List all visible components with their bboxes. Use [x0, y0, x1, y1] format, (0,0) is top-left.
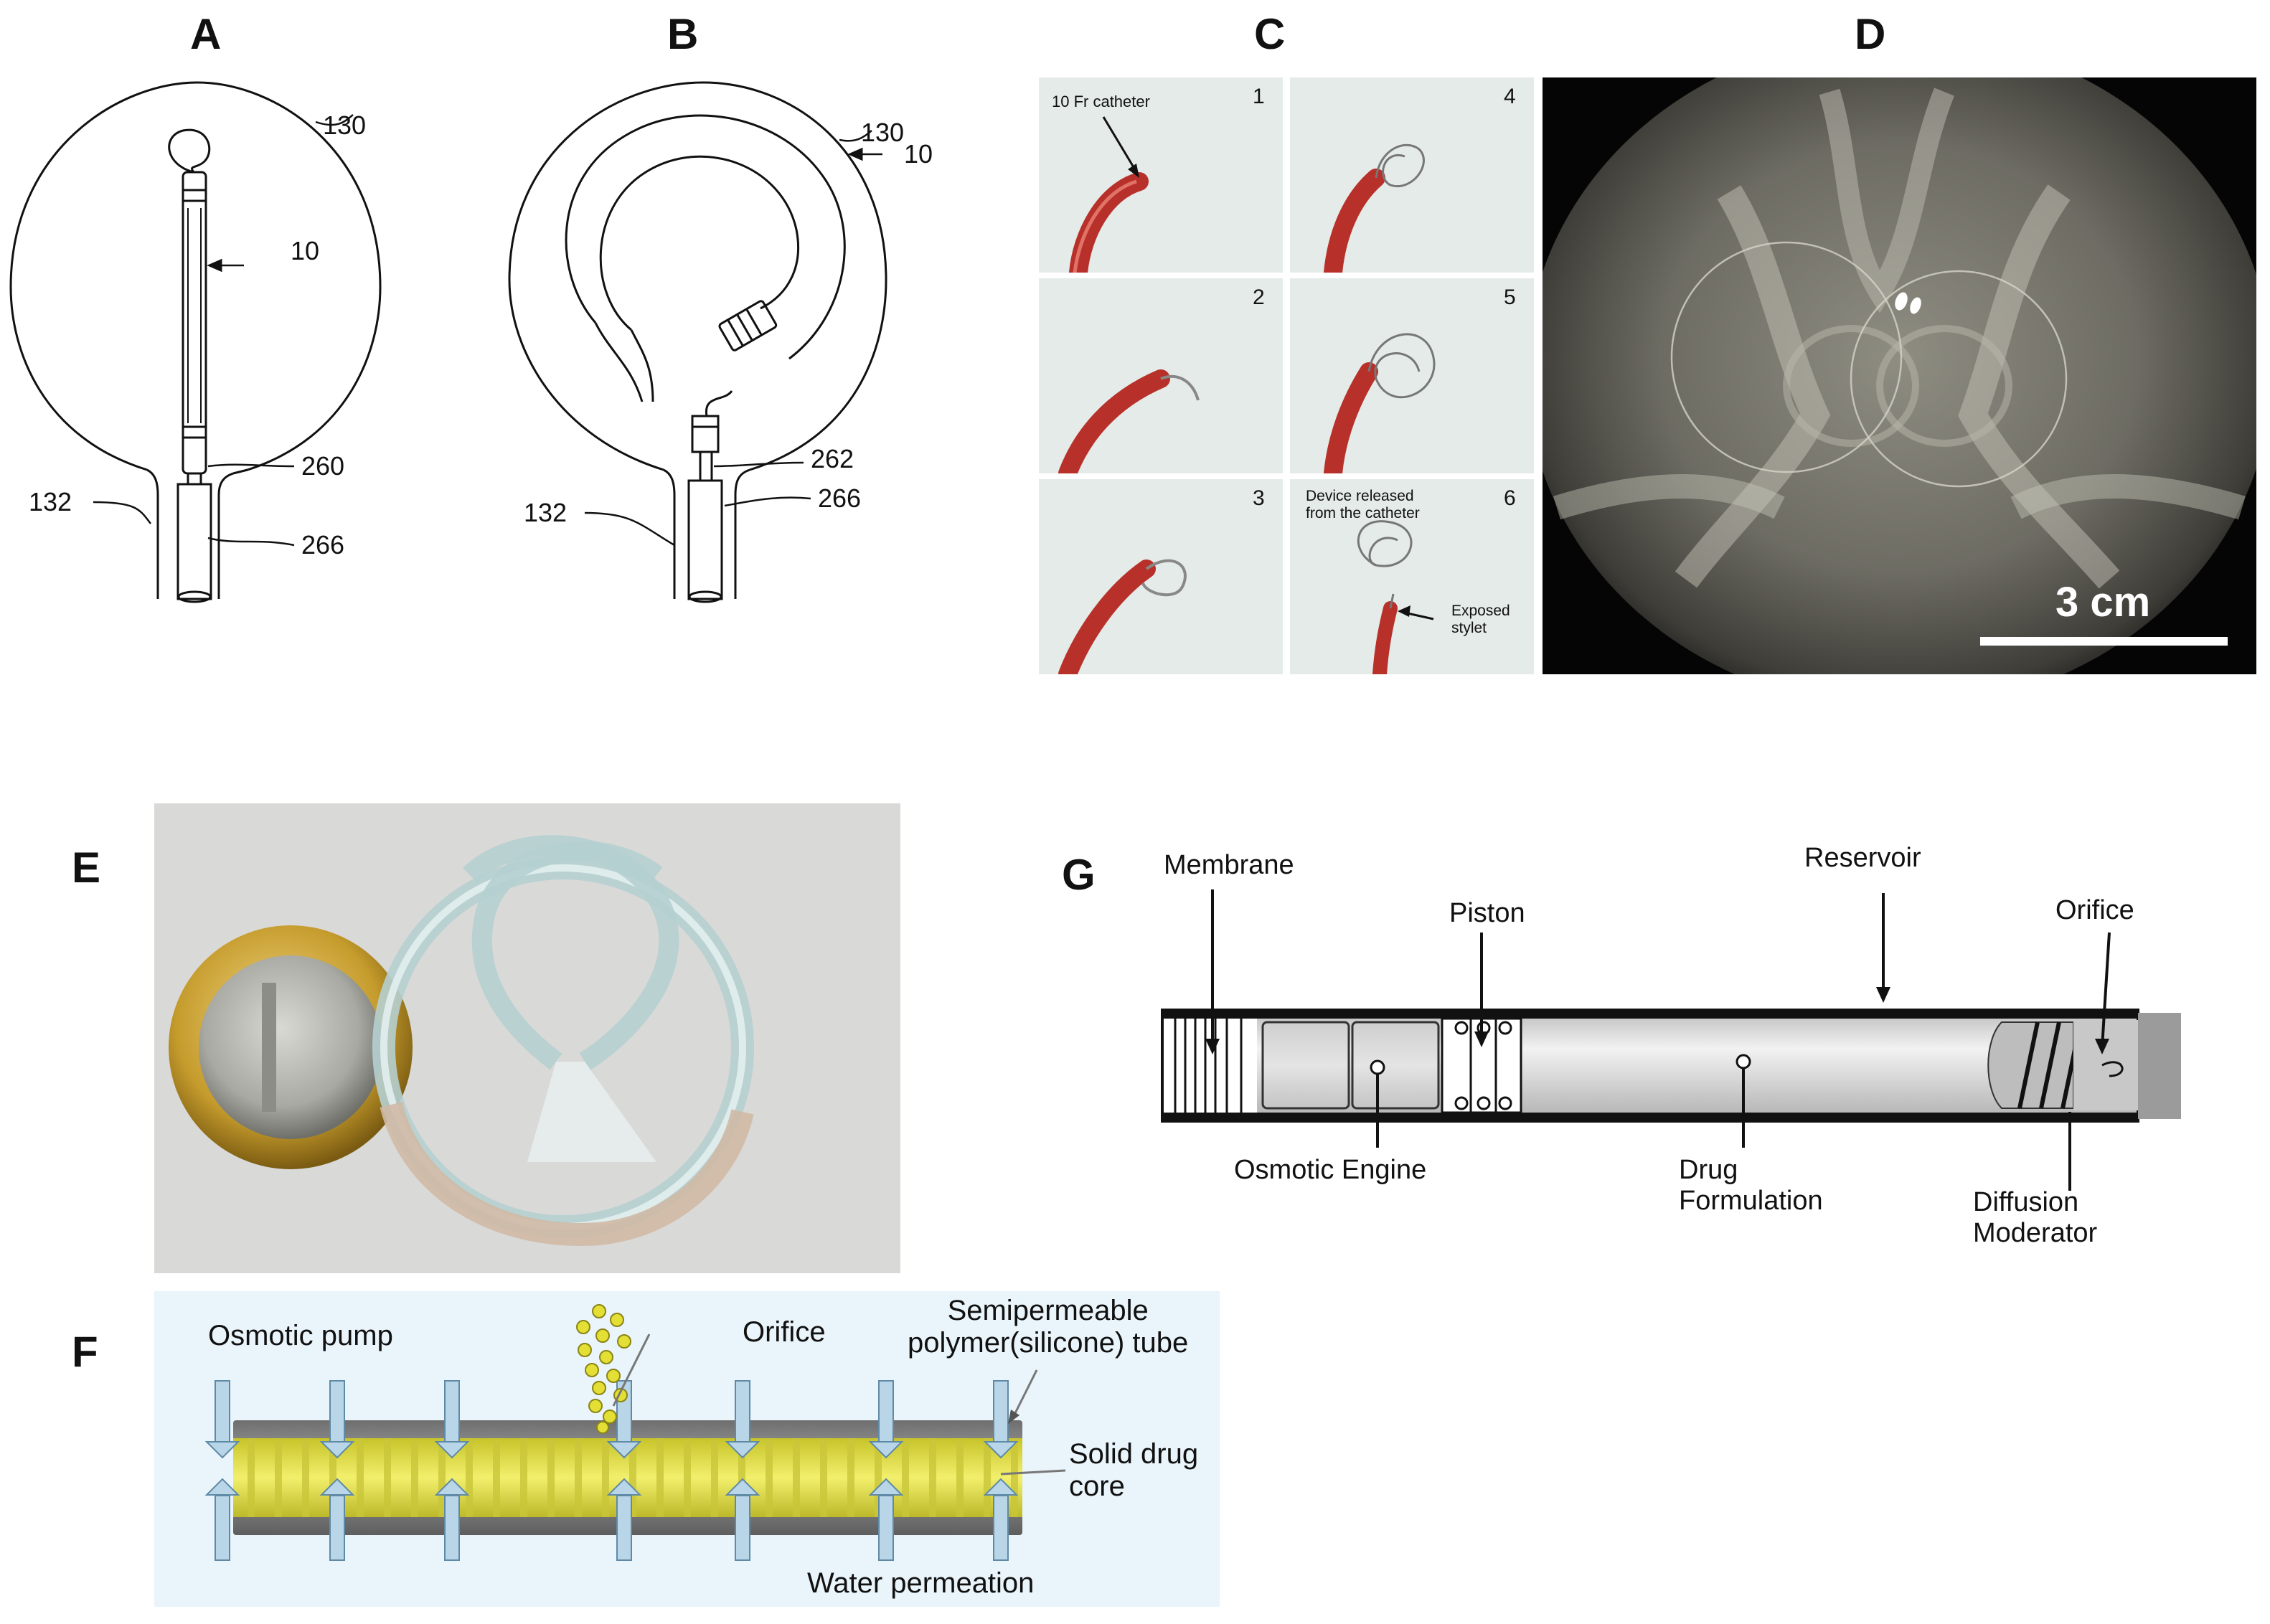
label-reservoir: Reservoir	[1804, 843, 1921, 873]
drug-core-segment	[929, 1438, 936, 1517]
panel-letter-g: G	[1062, 851, 1096, 899]
label-orifice-f: Orifice	[743, 1316, 826, 1348]
panel-c-frames: 10 Fr catheter 1 4 2 5 3	[1039, 77, 1534, 674]
frame-6-number: 6	[1504, 486, 1516, 510]
frame-1-caption: 10 Fr catheter	[1052, 93, 1150, 110]
drug-core-segment	[847, 1438, 854, 1517]
panel-g-diagram: Membrane Piston Reservoir Orifice Osmoti…	[1119, 818, 2238, 1277]
panel-letter-d: D	[1855, 10, 1886, 58]
water-permeation-arrow	[319, 1478, 355, 1561]
panel-d-xray: 3 cm	[1543, 77, 2256, 674]
ref-132-a: 132	[29, 487, 72, 516]
panel-f-diagram: Osmotic pump Orifice Semipermeable polym…	[154, 1291, 1220, 1607]
frame-4-number: 4	[1504, 85, 1516, 108]
drug-core-segment	[275, 1438, 282, 1517]
water-permeation-arrow	[319, 1380, 355, 1459]
drug-core-segment	[766, 1438, 773, 1517]
drug-core-segment	[493, 1438, 500, 1517]
drug-core-segment	[384, 1438, 391, 1517]
panel-a-drawing: 130 10 260 132 266	[0, 65, 466, 624]
drug-core-segment	[656, 1438, 664, 1517]
panel-letter-c: C	[1254, 10, 1286, 58]
frame-6: Device released from the catheter Expose…	[1290, 479, 1534, 674]
ref-262-b: 262	[811, 444, 854, 473]
label-membrane: Membrane	[1164, 850, 1294, 880]
drug-core-segment	[466, 1438, 473, 1517]
frame-1: 10 Fr catheter 1	[1039, 77, 1283, 273]
frame-2: 2	[1039, 278, 1283, 473]
label-osmotic-pump: Osmotic pump	[208, 1320, 393, 1351]
drug-core-segment	[329, 1438, 336, 1517]
panel-letter-e: E	[72, 844, 101, 892]
ref-10-a: 10	[291, 236, 320, 265]
frame-4: 4	[1290, 77, 1534, 273]
frame-3-number: 3	[1253, 486, 1265, 510]
drug-core-segment	[411, 1438, 418, 1517]
water-permeation-arrow	[868, 1380, 904, 1459]
ref-130-a: 130	[323, 110, 367, 140]
frame-6-caption-stylet: Exposed stylet	[1451, 603, 1510, 636]
drug-core-segment	[956, 1438, 964, 1517]
drug-core-segment	[902, 1438, 909, 1517]
panel-letter-a: A	[190, 10, 222, 58]
panel-letter-b: B	[667, 10, 699, 58]
ref-132-b: 132	[524, 498, 568, 527]
frame-5-number: 5	[1504, 285, 1516, 309]
drug-core-segment	[357, 1438, 364, 1517]
frame-3: 3	[1039, 479, 1283, 674]
ref-130-b: 130	[861, 118, 905, 147]
panel-letter-f: F	[72, 1328, 98, 1376]
frame-1-number: 1	[1253, 85, 1265, 108]
drug-core-segment	[248, 1438, 255, 1517]
ref-10-b: 10	[904, 139, 933, 169]
label-osmotic-engine: Osmotic Engine	[1234, 1155, 1427, 1185]
water-permeation-arrow	[868, 1478, 904, 1561]
ref-266-a: 266	[301, 530, 345, 560]
label-diffusion-moderator: Diffusion Moderator	[1973, 1187, 2098, 1248]
drug-core-segment	[602, 1438, 609, 1517]
ref-260-a: 260	[301, 451, 345, 481]
water-permeation-arrow	[204, 1380, 240, 1459]
frame-5: 5	[1290, 278, 1534, 473]
water-permeation-arrow	[983, 1380, 1019, 1459]
water-permeation-arrow	[204, 1478, 240, 1561]
water-permeation-arrow	[725, 1380, 760, 1459]
drug-core-segment	[793, 1438, 800, 1517]
water-permeation-arrow	[725, 1478, 760, 1561]
water-permeation-arrow	[606, 1478, 642, 1561]
panel-e-photo	[154, 803, 900, 1273]
label-water-permeation: Water permeation	[807, 1567, 1035, 1599]
drug-core-segment	[1011, 1438, 1018, 1517]
drug-core-segment	[875, 1438, 882, 1517]
label-semipermeable-tube: Semipermeable polymer(silicone) tube	[908, 1295, 1189, 1359]
water-permeation-arrow	[434, 1478, 470, 1561]
drug-core-segment	[302, 1438, 309, 1517]
water-permeation-arrow	[983, 1478, 1019, 1561]
frame-6-caption-released: Device released from the catheter	[1306, 488, 1420, 521]
drug-core-segment	[547, 1438, 555, 1517]
ref-266-b: 266	[818, 483, 862, 513]
label-solid-drug-core: Solid drug core	[1069, 1438, 1199, 1502]
drug-core-segment	[520, 1438, 527, 1517]
label-piston: Piston	[1449, 898, 1525, 928]
drug-core-segment	[575, 1438, 582, 1517]
scale-bar-label: 3 cm	[2055, 579, 2151, 625]
drug-core-segment	[438, 1438, 446, 1517]
drug-core-segment	[684, 1438, 691, 1517]
frame-2-number: 2	[1253, 285, 1265, 309]
drug-core-segment	[820, 1438, 827, 1517]
drug-core-segment	[984, 1438, 991, 1517]
label-drug-formulation: Drug Formulation	[1679, 1155, 1823, 1216]
drug-core-segment	[629, 1438, 636, 1517]
label-orifice-g: Orifice	[2055, 895, 2134, 925]
panel-b-drawing: 130 10 262 266 132	[488, 65, 976, 624]
drug-core-segment	[738, 1438, 745, 1517]
water-permeation-arrow	[434, 1380, 470, 1459]
drug-core-segment	[711, 1438, 718, 1517]
